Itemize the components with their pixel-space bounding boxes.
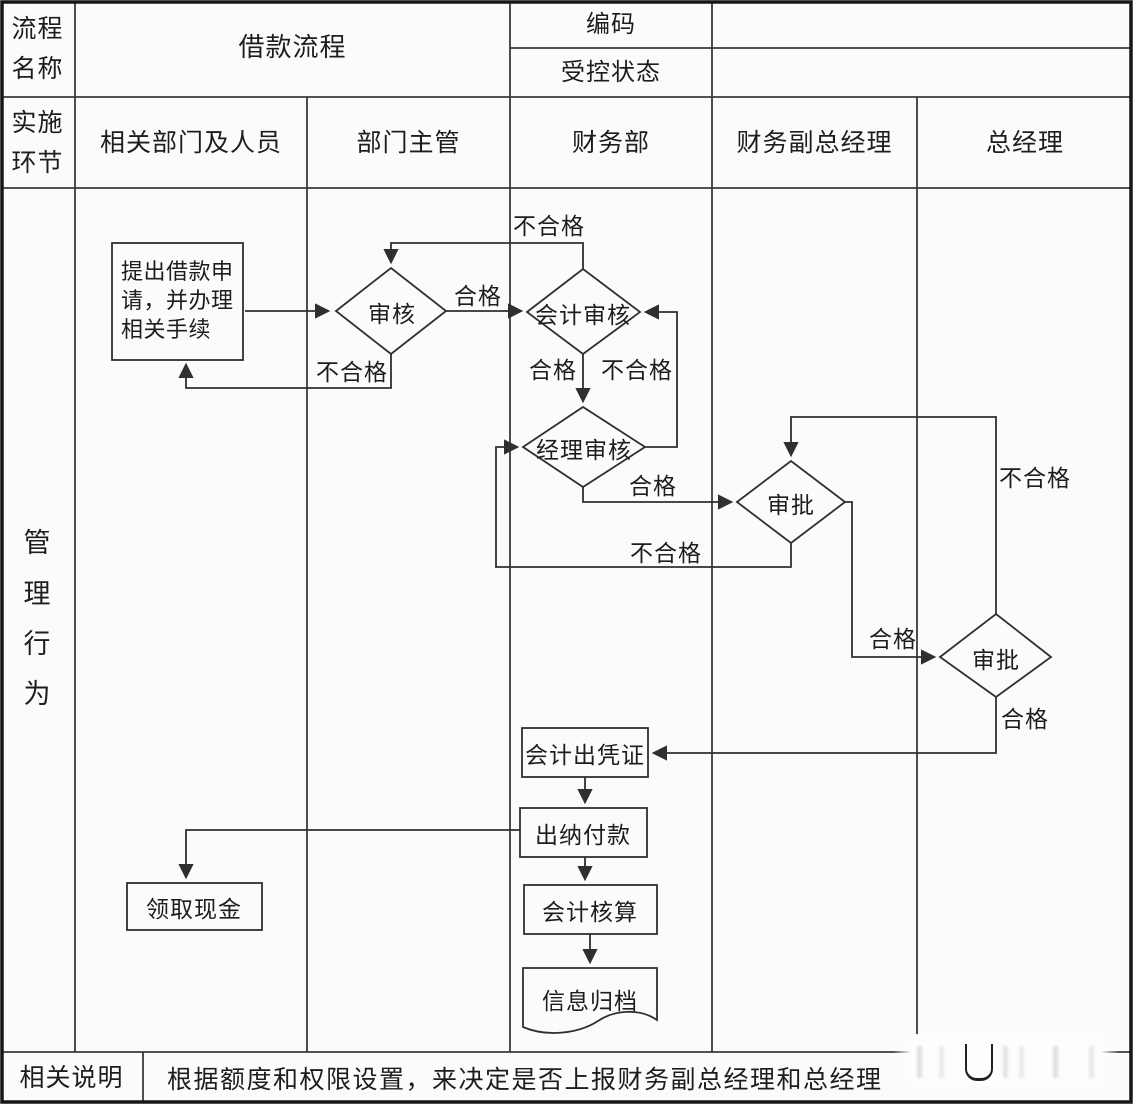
node-archive-shape bbox=[522, 967, 658, 1034]
stage-label-line2: 环节 bbox=[11, 147, 64, 177]
stage-label-cell: 实施 环节 bbox=[0, 97, 75, 188]
node-dept-review: 审核 bbox=[368, 302, 416, 328]
edge-mgr-fail-return bbox=[643, 304, 678, 448]
footer-label-cell: 相关说明 bbox=[19, 1063, 124, 1093]
code-label-cell: 编码 bbox=[586, 9, 636, 38]
node-voucher: 会计出凭证 bbox=[525, 743, 645, 769]
node-gm-approve-shape bbox=[938, 612, 1053, 699]
edge-label-pass-vp: 合格 bbox=[869, 627, 917, 653]
process-name-value-cell: 借款流程 bbox=[238, 32, 347, 63]
edge-cashier-to-receive bbox=[178, 829, 520, 880]
edge-label-pass-review: 合格 bbox=[454, 284, 502, 310]
column-header-finance-vp: 财务副总经理 bbox=[736, 127, 893, 157]
edge-gm-pass-to-voucher bbox=[651, 697, 997, 761]
management-label-char2: 理 bbox=[23, 578, 52, 610]
node-gm-approve: 审批 bbox=[972, 648, 1020, 674]
edge-vp-fail-return bbox=[495, 439, 792, 568]
edge-review-fail-return bbox=[178, 354, 392, 389]
column-header-finance: 财务部 bbox=[571, 127, 650, 157]
edge-gm-fail-return bbox=[783, 416, 997, 614]
management-label-char3: 行 bbox=[23, 629, 52, 660]
node-manager-review: 经理审核 bbox=[536, 438, 632, 464]
watermark-smudge bbox=[893, 1034, 1119, 1086]
column-header-gm: 总经理 bbox=[985, 127, 1064, 157]
edge-label-pass-gm: 合格 bbox=[1001, 707, 1049, 733]
node-apply: 提出借款申请，并办理相关手续 bbox=[112, 243, 243, 360]
node-cashier-pay-shape bbox=[519, 807, 648, 858]
edge-label-fail-gm: 不合格 bbox=[999, 466, 1071, 492]
edge-label-fail-mgr: 不合格 bbox=[601, 358, 673, 384]
node-accounting: 会计核算 bbox=[542, 900, 638, 926]
controlled-state-label-cell: 受控状态 bbox=[561, 58, 661, 87]
edge-label-fail-acct-to-review: 不合格 bbox=[513, 214, 585, 240]
node-apply-text: 提出借款申请，并办理相关手续 bbox=[121, 259, 234, 344]
edge-label-fail-vp: 不合格 bbox=[630, 541, 702, 567]
node-accountant-review-shape bbox=[525, 267, 642, 356]
edge-label-pass-acct: 合格 bbox=[529, 358, 577, 384]
node-archive: 信息归档 bbox=[542, 989, 638, 1015]
edge-label-pass-mgr: 合格 bbox=[629, 474, 677, 500]
process-name-label-cell: 流程 名称 bbox=[0, 0, 75, 97]
node-receive-cash: 领取现金 bbox=[146, 897, 242, 923]
management-label-char1: 管 bbox=[23, 528, 52, 560]
edge-label-fail-review: 不合格 bbox=[316, 360, 388, 386]
management-label-char4: 为 bbox=[23, 679, 52, 711]
controlled-state-value-cell bbox=[712, 48, 1133, 97]
footer-note-cell: 根据额度和权限设置，来决定是否上报财务副总经理和总经理 bbox=[167, 1065, 883, 1094]
node-apply-shape bbox=[111, 242, 244, 361]
column-header-departments: 相关部门及人员 bbox=[99, 127, 282, 157]
process-name-label-line1: 流程 bbox=[11, 13, 64, 43]
node-accountant-review: 会计审核 bbox=[535, 303, 631, 329]
stage-label-line1: 实施 bbox=[11, 107, 64, 137]
node-vp-approve: 审批 bbox=[767, 493, 815, 519]
edge-vp-pass bbox=[845, 501, 937, 665]
edge-acct-fail-to-review bbox=[383, 242, 584, 269]
management-row-label: 管 理 行 为 bbox=[0, 188, 75, 1052]
edge-mgr-pass bbox=[582, 487, 734, 510]
node-receive-cash-shape bbox=[126, 882, 263, 931]
column-header-supervisor: 部门主管 bbox=[356, 127, 461, 157]
node-cashier-pay: 出纳付款 bbox=[535, 823, 631, 849]
code-value-cell bbox=[712, 0, 1133, 48]
watermark-u-glyph bbox=[965, 1044, 993, 1081]
process-name-label-line2: 名称 bbox=[11, 53, 64, 83]
